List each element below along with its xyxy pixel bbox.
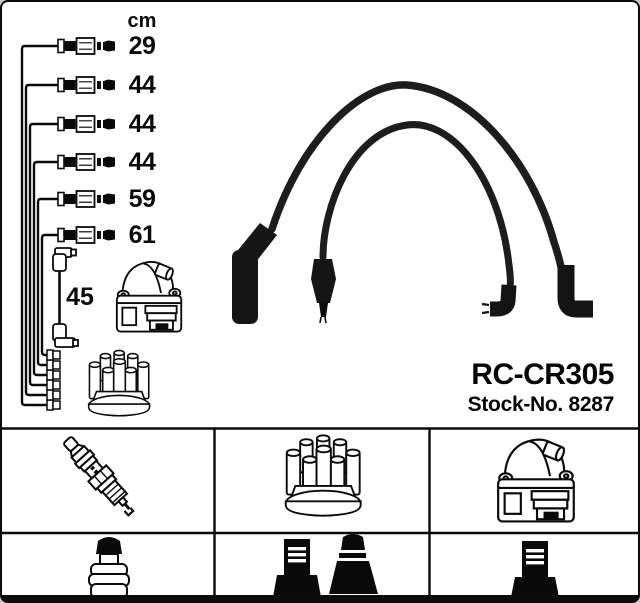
distributor-end-connectors	[46, 349, 61, 411]
coil-wire	[52, 247, 79, 348]
coil-wire-length-label: 45	[66, 283, 94, 311]
cable-length-label: 61	[128, 221, 156, 249]
cable-length-label: 59	[128, 185, 156, 213]
coil-boot-icon	[329, 534, 378, 594]
cable-length-label: 44	[128, 71, 156, 99]
inner-cable	[311, 121, 517, 324]
distributor-terminal-icon	[273, 539, 321, 595]
grid-lines	[2, 427, 638, 595]
spark-plug-icon	[63, 436, 135, 517]
cable-length-label: 44	[128, 110, 156, 138]
cable-length-label: 29	[128, 32, 156, 60]
distributor-cap-icon	[284, 434, 362, 517]
distributor-cap-drawing	[87, 349, 151, 417]
ignition-coil-drawing	[115, 261, 183, 333]
cable-length-diagram	[20, 37, 183, 417]
cable-row	[57, 37, 116, 244]
plug-boot-icon	[88, 537, 130, 595]
unit-label: cm	[127, 10, 157, 32]
legend-grid	[2, 427, 638, 595]
stock-number: Stock-No. 8287	[467, 393, 615, 416]
cable-length-label: 44	[128, 148, 156, 176]
product-photo-cables	[232, 81, 593, 324]
outer-cable	[232, 81, 593, 324]
ignition-coil-icon	[497, 438, 575, 523]
distributor-terminal-icon	[511, 541, 559, 595]
part-number: RC-CR305	[471, 358, 614, 391]
